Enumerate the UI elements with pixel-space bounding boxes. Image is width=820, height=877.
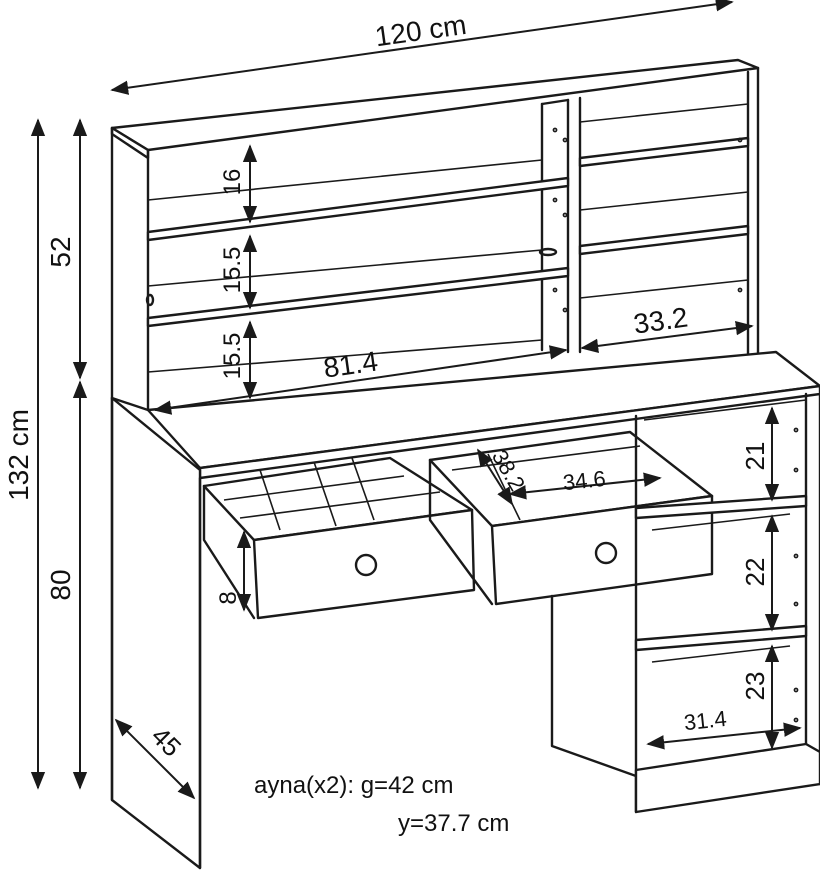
drawer-height-label: 8: [215, 591, 242, 604]
mirror-note-line-2: y=37.7 cm: [398, 810, 510, 837]
drawer-width-label: 34.6: [562, 466, 607, 495]
shelf-2-label: 15.5: [219, 247, 246, 294]
hutch-right-width-label: 33.2: [632, 301, 690, 339]
shelf-1-label: 16: [219, 169, 246, 196]
total-height-label: 132 cm: [3, 409, 34, 501]
shelf-3-label: 15.5: [219, 333, 246, 380]
mirror-note-line-1: ayna(x2): g=42 cm: [254, 772, 454, 799]
hutch: [110, 58, 760, 412]
total-width-label: 120 cm: [373, 9, 468, 52]
left-drawer: [202, 456, 476, 620]
cabinet-shelf-2-label: 22: [740, 558, 770, 587]
hutch-left-width-label: 81.4: [322, 345, 380, 383]
hutch-height-label: 52: [45, 236, 76, 267]
desk-height-label: 80: [45, 569, 76, 600]
dimension-lines: [30, 0, 802, 800]
cabinet-width-label: 31.4: [683, 706, 728, 735]
cabinet-shelf-3-label: 23: [740, 672, 770, 701]
left-leg: [110, 396, 202, 870]
cabinet-shelf-1-label: 21: [740, 442, 770, 471]
